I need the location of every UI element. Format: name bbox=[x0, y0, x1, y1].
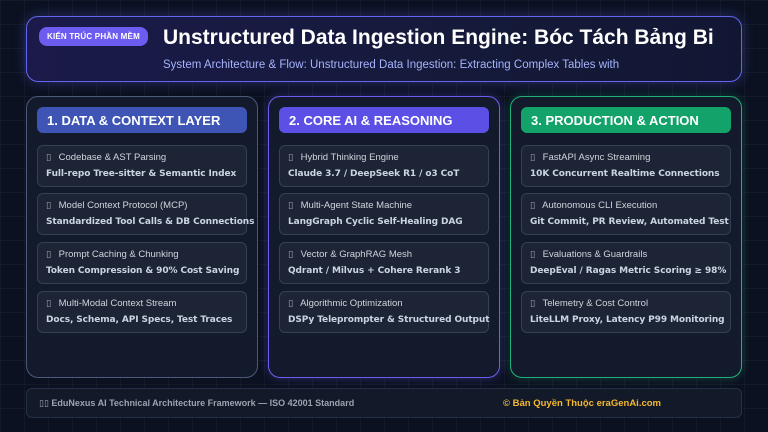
box-icon: ▯ bbox=[288, 200, 294, 211]
footer-bar: ▯▯ EduNexus AI Technical Architecture Fr… bbox=[26, 388, 742, 418]
card-title: Autonomous CLI Execution bbox=[542, 200, 658, 211]
card-description: Qdrant / Milvus + Cohere Rerank 3 bbox=[288, 266, 461, 276]
card-title: Vector & GraphRAG Mesh bbox=[300, 249, 413, 260]
header-banner: KIẾN TRÚC PHẦN MỀM Unstructured Data Ing… bbox=[26, 16, 742, 82]
card-description: LangGraph Cyclic Self-Healing DAG bbox=[288, 217, 463, 227]
card-description: Token Compression & 90% Cost Saving bbox=[46, 266, 240, 276]
box-icon: ▯ bbox=[530, 298, 536, 309]
card-description: LiteLLM Proxy, Latency P99 Monitoring bbox=[530, 315, 725, 325]
card-telemetry-cost[interactable]: ▯ Telemetry & Cost Control LiteLLM Proxy… bbox=[521, 291, 731, 333]
card-title: Codebase & AST Parsing bbox=[58, 152, 167, 163]
box-icon: ▯ bbox=[530, 249, 536, 260]
card-description: Git Commit, PR Review, Automated Test bbox=[530, 217, 729, 227]
footer-framework-text: EduNexus AI Technical Architecture Frame… bbox=[51, 398, 355, 408]
card-title: Telemetry & Cost Control bbox=[542, 298, 649, 309]
card-title: Evaluations & Guardrails bbox=[542, 249, 648, 260]
column-data-context-layer: 1. DATA & CONTEXT LAYER ▯ Codebase & AST… bbox=[26, 96, 258, 378]
footer-copyright[interactable]: © Bản Quyền Thuộc eraGenAi.com bbox=[503, 398, 661, 409]
framework-icon: ▯▯ bbox=[39, 398, 49, 408]
box-icon: ▯ bbox=[46, 200, 52, 211]
card-vector-graphrag[interactable]: ▯ Vector & GraphRAG Mesh Qdrant / Milvus… bbox=[279, 242, 489, 284]
card-description: 10K Concurrent Realtime Connections bbox=[530, 169, 720, 179]
card-title: Algorithmic Optimization bbox=[300, 298, 403, 309]
box-icon: ▯ bbox=[288, 249, 294, 260]
card-title: Multi-Modal Context Stream bbox=[58, 298, 177, 309]
card-title: Multi-Agent State Machine bbox=[300, 200, 413, 211]
box-icon: ▯ bbox=[288, 152, 294, 163]
card-evaluations-guardrails[interactable]: ▯ Evaluations & Guardrails DeepEval / Ra… bbox=[521, 242, 731, 284]
card-title: Hybrid Thinking Engine bbox=[300, 152, 399, 163]
card-description: Full-repo Tree-sitter & Semantic Index bbox=[46, 169, 237, 179]
card-description: Claude 3.7 / DeepSeek R1 / o3 CoT bbox=[288, 169, 460, 179]
card-title: Prompt Caching & Chunking bbox=[58, 249, 179, 260]
box-icon: ▯ bbox=[288, 298, 294, 309]
box-icon: ▯ bbox=[530, 200, 536, 211]
box-icon: ▯ bbox=[530, 152, 536, 163]
card-algorithmic-optimization[interactable]: ▯ Algorithmic Optimization DSPy Teleprom… bbox=[279, 291, 490, 333]
card-title: FastAPI Async Streaming bbox=[542, 152, 651, 163]
box-icon: ▯ bbox=[46, 298, 52, 309]
card-description: Docs, Schema, API Specs, Test Traces bbox=[46, 315, 233, 325]
column-title: 3. PRODUCTION & ACTION bbox=[521, 107, 731, 133]
card-description: Standardized Tool Calls & DB Connections bbox=[46, 217, 255, 227]
card-prompt-caching[interactable]: ▯ Prompt Caching & Chunking Token Compre… bbox=[37, 242, 247, 284]
card-multi-agent[interactable]: ▯ Multi-Agent State Machine LangGraph Cy… bbox=[279, 193, 489, 235]
card-multimodal-context[interactable]: ▯ Multi-Modal Context Stream Docs, Schem… bbox=[37, 291, 247, 333]
card-title: Model Context Protocol (MCP) bbox=[58, 200, 188, 211]
column-title: 2. CORE AI & REASONING bbox=[279, 107, 489, 133]
card-description: DSPy Teleprompter & Structured Output bbox=[288, 315, 490, 325]
card-mcp[interactable]: ▯ Model Context Protocol (MCP) Standardi… bbox=[37, 193, 254, 235]
box-icon: ▯ bbox=[46, 152, 52, 163]
column-title: 1. DATA & CONTEXT LAYER bbox=[37, 107, 247, 133]
column-core-ai-reasoning: 2. CORE AI & REASONING ▯ Hybrid Thinking… bbox=[268, 96, 500, 378]
page-subtitle: System Architecture & Flow: Unstructured… bbox=[163, 59, 620, 71]
card-autonomous-cli[interactable]: ▯ Autonomous CLI Execution Git Commit, P… bbox=[521, 193, 731, 235]
card-codebase-ast[interactable]: ▯ Codebase & AST Parsing Full-repo Tree-… bbox=[37, 145, 247, 187]
card-hybrid-thinking[interactable]: ▯ Hybrid Thinking Engine Claude 3.7 / De… bbox=[279, 145, 489, 187]
card-fastapi-streaming[interactable]: ▯ FastAPI Async Streaming 10K Concurrent… bbox=[521, 145, 731, 187]
page-title: Unstructured Data Ingestion Engine: Bóc … bbox=[163, 26, 714, 49]
category-badge: KIẾN TRÚC PHẦN MỀM bbox=[39, 27, 148, 46]
column-production-action: 3. PRODUCTION & ACTION ▯ FastAPI Async S… bbox=[510, 96, 742, 378]
box-icon: ▯ bbox=[46, 249, 52, 260]
card-description: DeepEval / Ragas Metric Scoring ≥ 98% bbox=[530, 266, 727, 276]
